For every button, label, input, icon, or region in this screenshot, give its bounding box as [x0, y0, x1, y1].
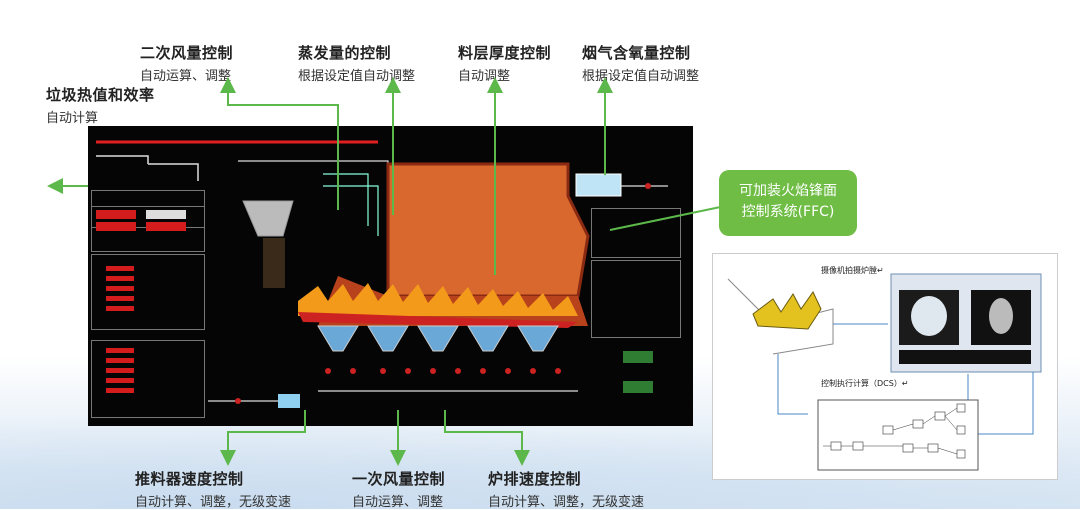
- grate-speed-title: 炉排速度控制: [488, 470, 582, 488]
- pusher-bar-4: [106, 296, 134, 301]
- primary-air-title: 一次风量控制: [352, 470, 446, 488]
- evaporation-label: 蒸发量的控制 根据设定值自动调整: [298, 42, 415, 84]
- primary-air-sub: 自动运算、调整: [352, 495, 444, 510]
- heat-value-title: 垃圾热值和效率: [46, 86, 155, 104]
- grate-speed-sub: 自动计算、调整，无级变速: [488, 495, 645, 510]
- blower-box: [278, 394, 300, 408]
- inset-graphics: [727, 273, 1042, 471]
- monitor-flame-2: [989, 298, 1013, 334]
- pusher-box: [91, 254, 205, 330]
- furnace-body: [386, 162, 590, 298]
- mode-button-1[interactable]: [96, 210, 136, 219]
- furnace-sketch: [727, 278, 834, 355]
- layer-thickness-label: 料层厚度控制 自动调整: [458, 42, 551, 84]
- scada-panel: [88, 126, 693, 426]
- pusher-bar-3: [106, 286, 134, 291]
- flue-gas-box: [575, 173, 622, 197]
- pusher-speed-title: 推料器速度控制: [135, 470, 244, 488]
- grate-bar-4: [106, 378, 134, 383]
- grate-bar-5: [106, 388, 134, 393]
- ffc-callout: 可加装火焰锋面 控制系统(FFC): [719, 170, 857, 236]
- flame-row: [298, 283, 578, 328]
- mode-button-3[interactable]: [96, 222, 136, 231]
- pusher-bar-1: [106, 266, 134, 271]
- dcs-arrow-left: [777, 354, 808, 415]
- dcs-block-diagram: [817, 399, 979, 471]
- flue-oxygen-sub: 根据设定值自动调整: [582, 69, 700, 84]
- ffc-line1: 可加装火焰锋面: [739, 183, 837, 199]
- evaporation-title: 蒸发量的控制: [298, 44, 392, 62]
- ffc-inset: 摄像机拍摄炉膛↵ 控制执行计算（D: [712, 253, 1058, 480]
- pusher-bar-2: [106, 276, 134, 281]
- flue-oxygen-title: 烟气含氧量控制: [582, 44, 691, 62]
- grate-box: [91, 340, 205, 418]
- primary-air-label: 一次风量控制 自动运算、调整: [352, 468, 445, 510]
- layer-thickness-sub: 自动调整: [458, 69, 511, 84]
- pipe-4: [323, 173, 369, 226]
- grate-bar-2: [106, 358, 134, 363]
- pipe-1: [96, 155, 149, 164]
- ffc-line2: 控制系统(FFC): [741, 204, 835, 220]
- grate-speed-label: 炉排速度控制 自动计算、调整，无级变速: [488, 468, 644, 510]
- mode-button-4[interactable]: [146, 222, 186, 231]
- fan-bottom-2: [623, 381, 653, 393]
- heat-value-label: 垃圾热值和效率 自动计算: [46, 84, 155, 126]
- monitor-flame-1: [911, 296, 947, 336]
- pusher-speed-label: 推料器速度控制 自动计算、调整，无级变速: [135, 468, 291, 510]
- feed-hopper: [242, 200, 294, 237]
- flame-sketch: [752, 291, 822, 330]
- feed-chute: [263, 238, 285, 288]
- fan-dots: [325, 368, 561, 374]
- heat-value-sub: 自动计算: [46, 111, 99, 126]
- air-flow-box-2: [591, 260, 681, 338]
- mode-button-2[interactable]: [146, 210, 186, 219]
- flue-oxygen-label: 烟气含氧量控制 根据设定值自动调整: [582, 42, 699, 84]
- air-flow-box-1: [591, 208, 681, 258]
- grate-bar-3: [106, 368, 134, 373]
- evaporation-sub: 根据设定值自动调整: [298, 69, 416, 84]
- mode-box: [91, 206, 205, 252]
- pipe-2: [148, 163, 199, 181]
- grate-bar-1: [106, 348, 134, 353]
- layer-thickness-title: 料层厚度控制: [458, 44, 552, 62]
- dcs-arrow-right: [977, 372, 1034, 435]
- pusher-bar-5: [106, 306, 134, 311]
- pipe-5: [323, 185, 379, 236]
- dcs-caption: 控制执行计算（DCS）↵: [821, 379, 909, 388]
- monitor-strip: [899, 350, 1031, 364]
- pusher-speed-sub: 自动计算、调整，无级变速: [135, 495, 292, 510]
- scada-graphics: [96, 140, 668, 408]
- secondary-air-title: 二次风量控制: [140, 44, 234, 62]
- ash-hoppers: [317, 325, 559, 352]
- fan-bottom-1: [623, 351, 653, 363]
- camera-caption: 摄像机拍摄炉膛↵: [821, 266, 884, 275]
- secondary-air-label: 二次风量控制 自动运算、调整: [140, 42, 233, 84]
- blower-dot: [235, 398, 241, 404]
- fan-dot-right: [645, 183, 651, 189]
- secondary-air-sub: 自动运算、调整: [140, 69, 232, 84]
